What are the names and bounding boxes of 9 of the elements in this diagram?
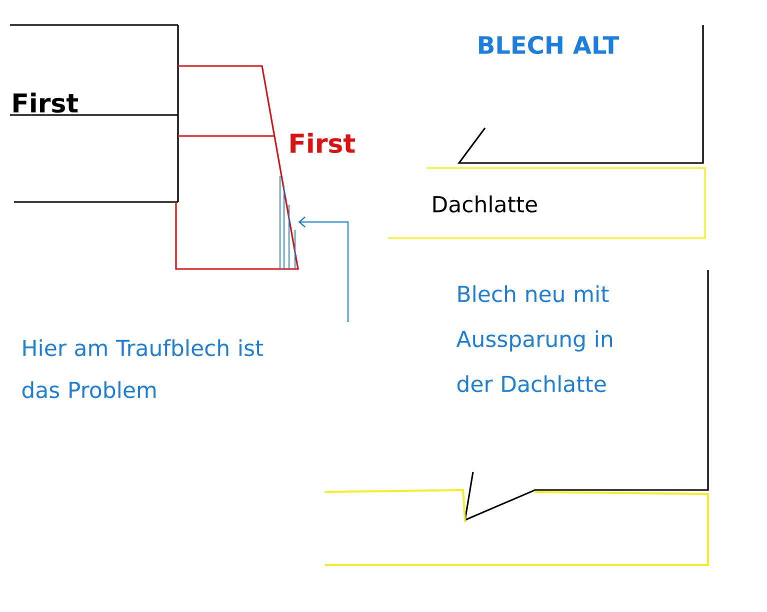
eave-sheet-drawing — [280, 176, 296, 270]
beam-box — [324, 489, 710, 566]
callout-text: Blech neu mit Aussparung in der Dachlatte — [456, 285, 612, 392]
arrow — [298, 216, 349, 322]
part-label: First — [290, 132, 355, 154]
note-text: Hier am Traufblech ist das Problem — [22, 339, 264, 398]
beam-box: Dachlatte — [388, 167, 706, 239]
callout-text: BLECH ALT — [479, 36, 620, 54]
part-label: First — [14, 92, 78, 113]
